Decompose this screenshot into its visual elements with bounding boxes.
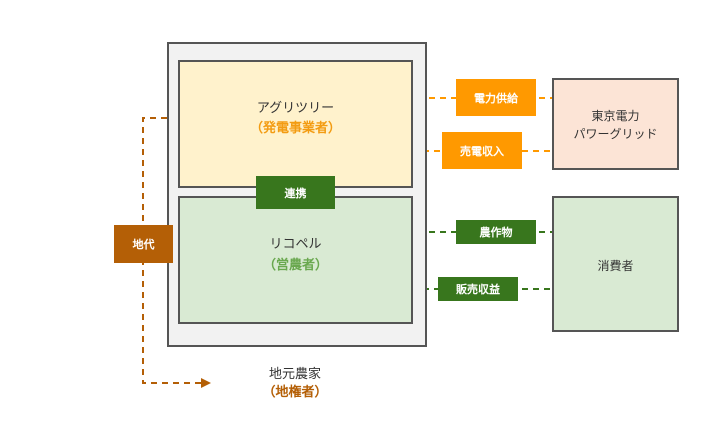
ricopel-name: リコペル [269, 237, 322, 252]
tepco-line1: 東京電力 [591, 109, 640, 123]
tepco-grid-node: 東京電力 パワーグリッド [552, 78, 679, 170]
ricopel-node: リコペル （営農者） [178, 196, 413, 324]
local-farmer-role: （地権者） [262, 385, 328, 400]
consumer-node: 消費者 [552, 196, 679, 332]
power-supply-label: 電力供給 [456, 79, 536, 116]
sales-income-label: 販売収益 [438, 277, 518, 301]
consumer-name: 消費者 [597, 259, 634, 273]
ricopel-role: （営農者） [262, 258, 328, 273]
power-sales-income-label: 売電収入 [442, 132, 522, 169]
tepco-line2: パワーグリッド [573, 127, 658, 141]
land-rent-label: 地代 [114, 225, 173, 263]
local-farmer-node: 地元農家 （地権者） [240, 366, 350, 402]
agri-tree-name: アグリツリー [256, 101, 335, 116]
local-farmer-name: 地元農家 [268, 367, 321, 382]
agri-tree-node: アグリツリー （発電事業者） [178, 60, 413, 188]
cooperation-label: 連携 [256, 176, 335, 209]
crops-label: 農作物 [456, 220, 536, 244]
agri-tree-role: （発電事業者） [249, 121, 341, 136]
